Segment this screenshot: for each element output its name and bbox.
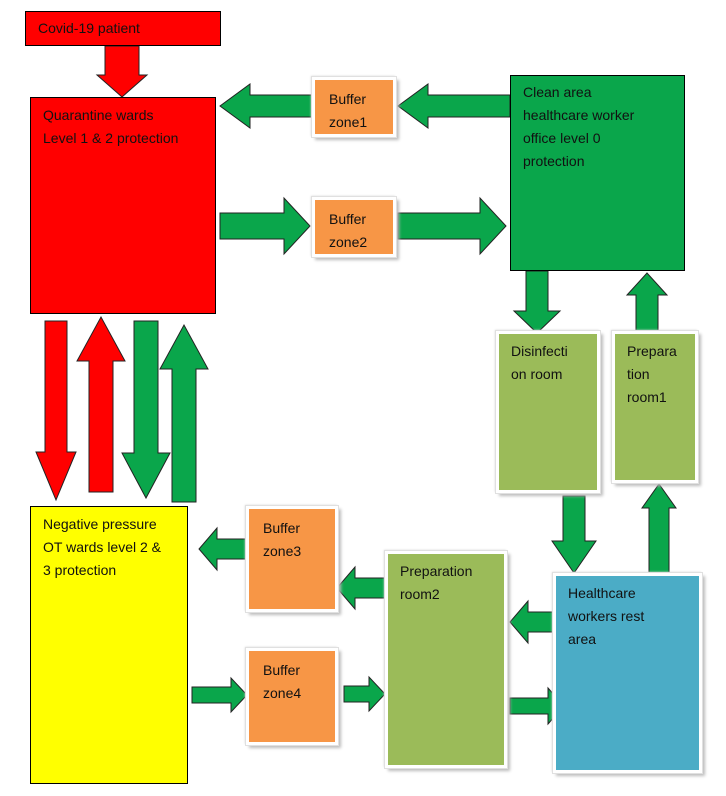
arrow-buffer2-to-clean: [397, 196, 507, 256]
node-buffer-zone3: Buffer zone3: [245, 505, 339, 613]
arrow-patient-to-quarantine: [95, 45, 149, 98]
arrow-negative-to-quarantine-green: [159, 323, 209, 503]
arrow-buffer4-to-prep2: [343, 675, 386, 713]
node-preparation-room1: Prepara tion room1: [611, 330, 699, 484]
node-buffer-zone2: Buffer zone2: [311, 196, 397, 258]
arrow-buffer1-to-quarantine: [219, 83, 313, 129]
arrow-quarantine-to-buffer2: [219, 196, 311, 256]
arrow-disinfect-to-rest: [551, 495, 597, 574]
node-healthcare-workers-rest-area: Healthcare workers rest area: [552, 572, 703, 774]
node-clean-area: Clean area healthcare worker office leve…: [510, 75, 685, 271]
node-preparation-room2: Preparation room2: [384, 550, 508, 769]
arrow-prep1-to-clean: [625, 272, 669, 334]
node-covid-19-patient: Covid-19 patient: [25, 11, 221, 46]
arrow-clean-to-buffer1: [397, 83, 511, 129]
arrow-rest-to-prep1: [641, 483, 677, 574]
arrow-clean-to-disinfect: [512, 270, 562, 334]
arrow-buffer3-to-negative: [198, 526, 249, 572]
node-quarantine-wards: Quarantine wards Level 1 & 2 protection: [30, 97, 216, 314]
node-buffer-zone4: Buffer zone4: [245, 647, 339, 746]
arrow-negative-to-buffer4: [191, 676, 248, 714]
arrow-quarantine-to-negative-green: [121, 320, 171, 500]
arrow-quarantine-to-negative-red: [35, 320, 77, 502]
node-buffer-zone1: Buffer zone1: [311, 76, 397, 138]
arrow-negative-to-quarantine-red: [76, 315, 126, 493]
node-disinfection-room: Disinfecti on room: [495, 330, 601, 494]
arrow-prep2-to-buffer3: [336, 565, 386, 611]
node-negative-pressure-ot-wards: Negative pressure OT wards level 2 & 3 p…: [30, 506, 188, 784]
